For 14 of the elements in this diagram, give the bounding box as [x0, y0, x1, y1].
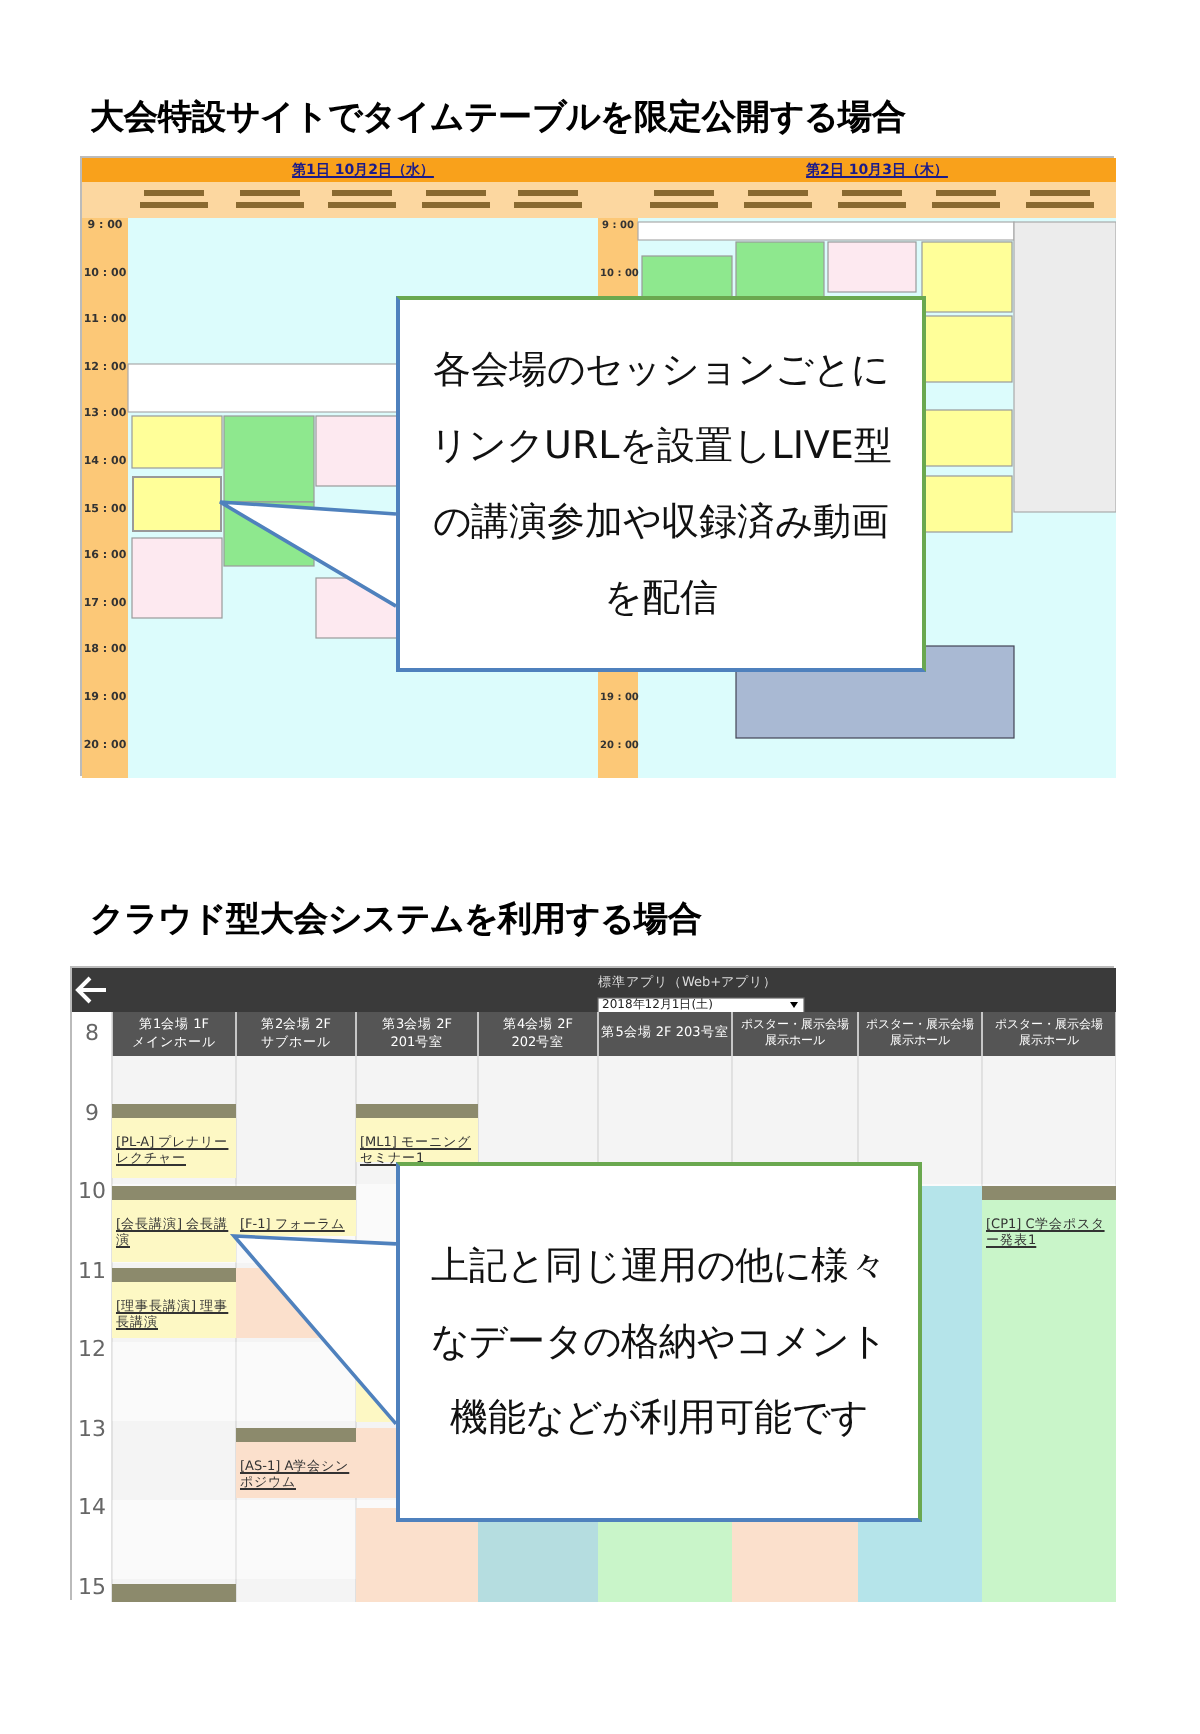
callout-tail: [229, 1234, 398, 1426]
hour-label: 13: [76, 1415, 108, 1441]
hour-label: 14: [76, 1494, 108, 1520]
section-heading: クラウド型大会システムを利用する場合: [90, 898, 704, 940]
callout-box: 各会場のセッションごとにリンクURLを設置しLIVE型の講演参加や収録済み動画を配信: [396, 296, 926, 672]
section-heading: 大会特設サイトでタイムテーブルを限定公開する場合: [90, 96, 908, 138]
hour-label: 12: [76, 1336, 108, 1362]
hour-label: 8: [83, 1020, 101, 1046]
callout-tail: [218, 500, 398, 608]
session-cell: [132, 476, 222, 532]
hour-label: 9: [83, 1099, 101, 1125]
hour-label: 11: [76, 1257, 108, 1283]
hour-label: 15: [76, 1573, 108, 1599]
hour-label: 10: [76, 1178, 108, 1204]
